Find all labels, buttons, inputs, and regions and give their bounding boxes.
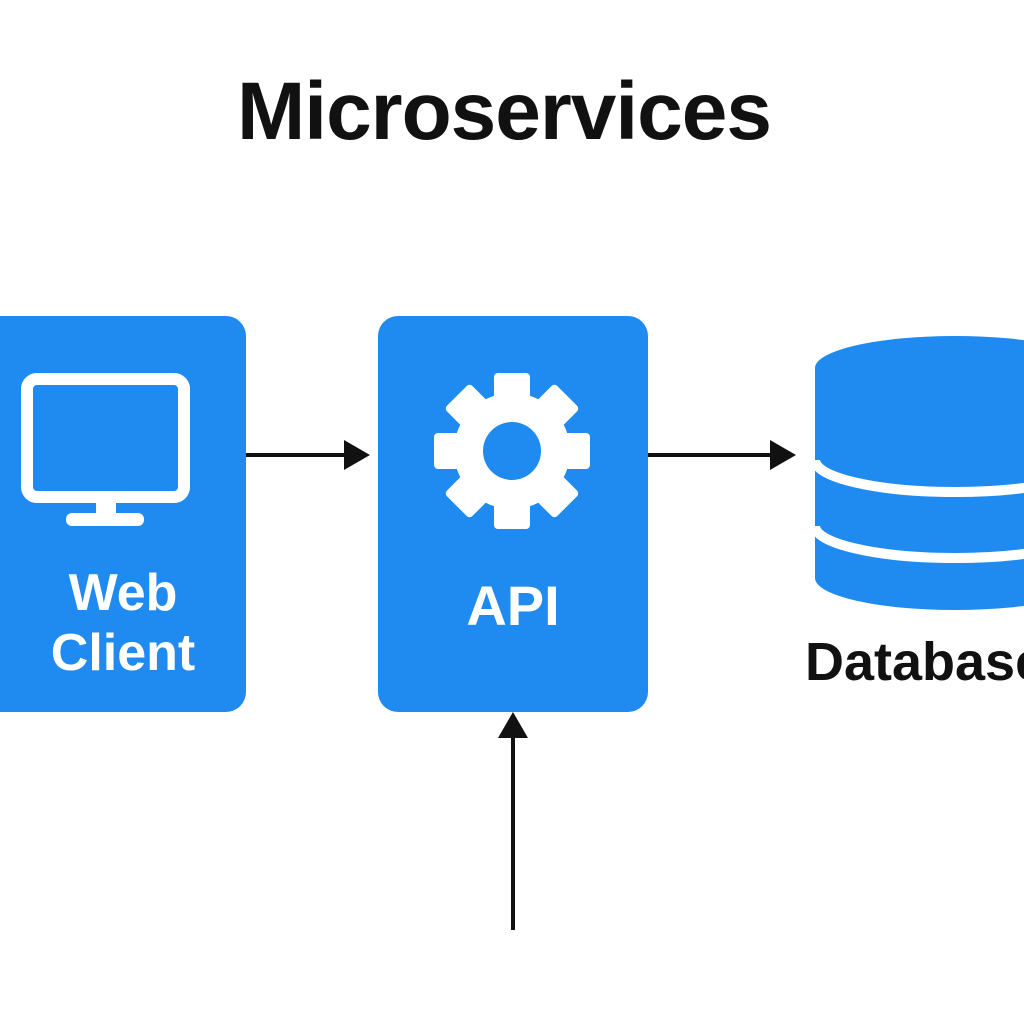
api-label: API xyxy=(466,574,560,637)
arrow-api-to-database xyxy=(648,440,796,470)
web-client-label-line1: Web xyxy=(68,564,178,622)
arrow-web-to-api xyxy=(246,440,370,470)
diagram-title: Microservices xyxy=(236,66,772,157)
database-icon xyxy=(810,336,1024,610)
web-client-label: Web Client xyxy=(0,563,246,683)
gear-icon xyxy=(434,373,590,529)
monitor-icon xyxy=(21,373,190,526)
arrow-incoming-to-api xyxy=(498,712,528,930)
web-client-label-line2: Client xyxy=(50,624,196,682)
database-label: Database xyxy=(805,632,1024,692)
